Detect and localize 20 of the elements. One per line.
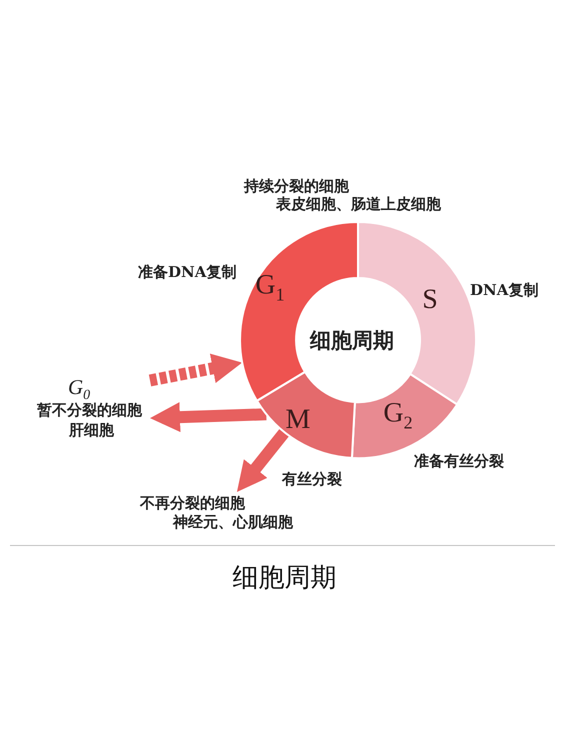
center-title: 细胞周期 <box>310 328 394 352</box>
phase-note: 准备有丝分裂 <box>414 452 504 470</box>
arrow <box>148 354 242 386</box>
phase-label: G$_{2}$ <box>383 398 413 434</box>
phase-note: 准备DNA复制 <box>138 263 236 281</box>
caption: 细胞周期 <box>232 562 336 594</box>
cell-type-note: 神经元、心肌细胞 <box>173 513 293 531</box>
phase-note: DNA复制 <box>470 281 538 299</box>
cell-type-note: 肝细胞 <box>69 421 114 439</box>
phase-label: G$_{1}$ <box>255 270 285 306</box>
arrow <box>150 402 266 432</box>
phase-label: M <box>286 404 310 435</box>
phase-note: 有丝分裂 <box>282 470 342 488</box>
arrow <box>236 428 290 492</box>
phase-label: S <box>422 285 438 315</box>
cell-type-note: 持续分裂的细胞 <box>244 177 349 195</box>
cell-type-note: 表皮细胞、肠道上皮细胞 <box>276 195 441 213</box>
stage-label: G$_{0}$ <box>68 376 90 404</box>
cell-type-note: 不再分裂的细胞 <box>140 494 245 512</box>
cell-type-note: 暂不分裂的细胞 <box>37 401 142 419</box>
